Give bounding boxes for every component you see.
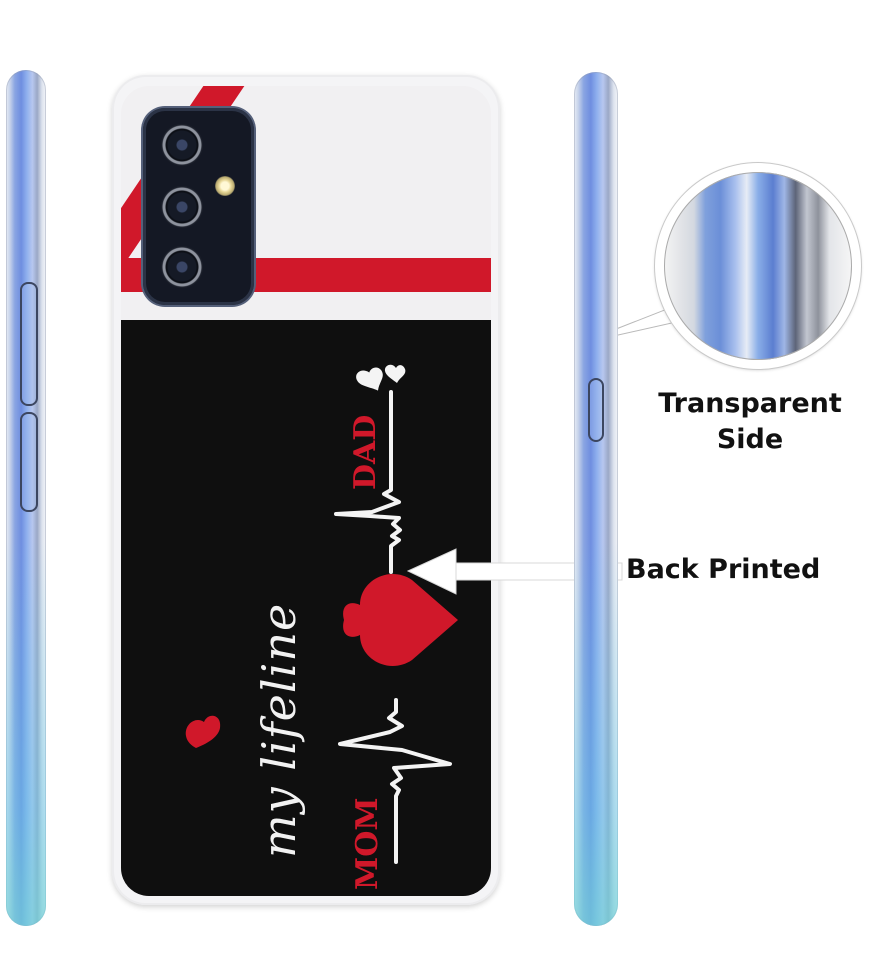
camera-lens-icon	[161, 186, 203, 228]
red-heart-small-icon	[185, 715, 221, 748]
magnified-side-detail	[664, 172, 852, 360]
dad-text: DAD	[348, 414, 383, 490]
camera-lens-icon	[161, 246, 203, 288]
flash-icon	[215, 176, 235, 196]
case-print-area	[121, 86, 491, 896]
right-side-phone-view	[574, 72, 618, 926]
transparent-side-magnifier	[655, 163, 861, 369]
my-lifeline-script-text: my lifeline	[252, 602, 306, 858]
heartbeat-line-lower	[338, 698, 452, 864]
mom-text: MOM	[350, 797, 385, 890]
back-printed-label: Back Printed	[626, 554, 821, 585]
volume-down-button	[20, 412, 38, 512]
transparent-side-label: Transparent Side	[652, 386, 848, 458]
transparent-side-label-line2: Side	[716, 424, 784, 455]
white-heart-icon	[356, 364, 406, 391]
red-heart-large-icon	[343, 574, 458, 666]
left-side-phone-view	[6, 70, 46, 926]
camera-module	[143, 108, 254, 305]
heartbeat-line-upper	[334, 390, 402, 574]
power-button	[588, 378, 604, 442]
transparent-side-label-line1: Transparent	[658, 388, 842, 419]
volume-up-button	[20, 282, 38, 406]
camera-lens-icon	[161, 124, 203, 166]
